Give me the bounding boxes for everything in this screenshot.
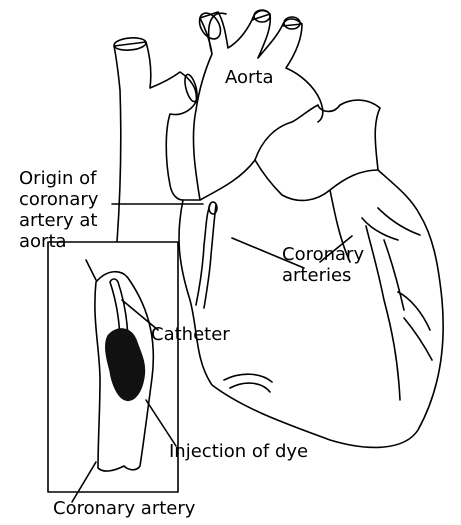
origin-label: Origin of coronary artery at aorta bbox=[19, 168, 98, 252]
coronary-vessel-left bbox=[196, 205, 216, 308]
origin-label-line-2: coronary bbox=[19, 189, 98, 210]
coronary-arteries-line-1: Coronary bbox=[282, 244, 364, 265]
origin-label-line-1: Origin of bbox=[19, 168, 98, 189]
leader-injection bbox=[146, 400, 176, 446]
coronary-arteries-label: Coronary arteries bbox=[282, 244, 364, 286]
origin-label-line-3: artery at bbox=[19, 210, 98, 231]
aorta-label: Aorta bbox=[225, 67, 274, 88]
origin-label-line-4: aorta bbox=[19, 231, 98, 252]
dye-blob bbox=[106, 329, 145, 400]
aorta-branch-1-opening bbox=[195, 9, 225, 42]
catheter-label: Catheter bbox=[151, 324, 230, 345]
pulmonary-branch-opening bbox=[183, 73, 200, 103]
leader-aorta-inset bbox=[86, 260, 96, 280]
coronary-arteries-line-2: arteries bbox=[282, 265, 364, 286]
coronary-artery-label: Coronary artery bbox=[53, 498, 195, 519]
leader-coronary-artery bbox=[72, 462, 96, 502]
pulmonary-trunk-outline bbox=[114, 42, 196, 242]
injection-of-dye-label: Injection of dye bbox=[169, 441, 308, 462]
coronary-vessel-right bbox=[224, 208, 432, 400]
